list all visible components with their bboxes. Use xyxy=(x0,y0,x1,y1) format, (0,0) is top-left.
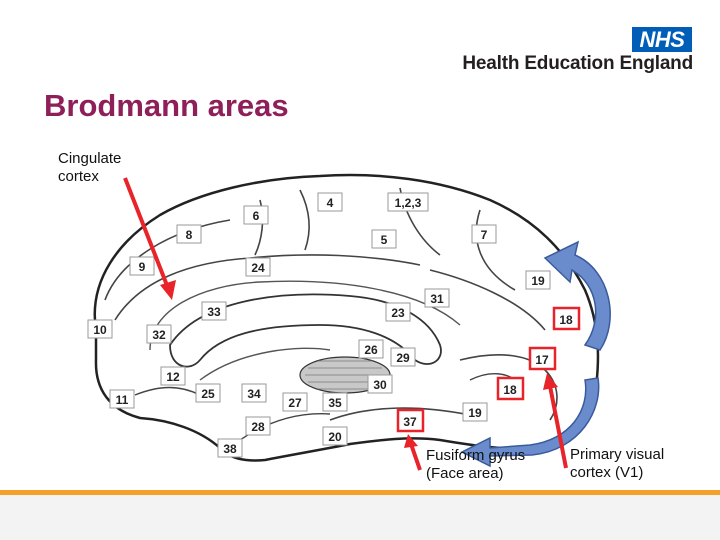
svg-text:9: 9 xyxy=(139,260,146,274)
footer-accent-bar xyxy=(0,490,720,495)
svg-text:23: 23 xyxy=(391,306,405,320)
fusiform-gyrus-label: Fusiform gyrus (Face area) xyxy=(426,447,525,483)
svg-text:5: 5 xyxy=(381,233,388,247)
area-label: 28 xyxy=(245,416,271,436)
svg-text:32: 32 xyxy=(152,328,166,342)
fusiform-arrow xyxy=(404,434,422,471)
svg-text:18: 18 xyxy=(559,313,573,327)
svg-text:31: 31 xyxy=(430,292,444,306)
area-label: 31 xyxy=(424,288,450,308)
svg-text:12: 12 xyxy=(166,370,180,384)
svg-text:27: 27 xyxy=(288,396,302,410)
svg-text:37: 37 xyxy=(403,415,417,429)
visual-label-line1: Primary visual xyxy=(570,446,665,463)
cingulate-label-line1: Cingulate xyxy=(58,150,122,167)
area-label: 10 xyxy=(87,319,113,339)
area-label: 38 xyxy=(217,438,243,458)
area-label: 5 xyxy=(371,229,397,249)
svg-text:19: 19 xyxy=(468,406,482,420)
svg-text:24: 24 xyxy=(251,261,265,275)
area-label: 27 xyxy=(282,392,308,412)
area-label-highlighted: 18 xyxy=(552,306,581,331)
nhs-logo: NHS xyxy=(632,27,692,52)
area-label: 9 xyxy=(129,256,155,276)
area-label: 6 xyxy=(243,205,269,225)
svg-text:19: 19 xyxy=(531,274,545,288)
area-label: 25 xyxy=(195,383,221,403)
svg-text:17: 17 xyxy=(535,353,549,367)
organisation-name: Health Education England xyxy=(462,53,693,74)
area-label: 1,2,3 xyxy=(387,192,429,212)
slide-title: Brodmann areas xyxy=(44,88,289,123)
area-label: 32 xyxy=(146,324,172,344)
blue-arrow-lower xyxy=(460,377,600,468)
fusiform-label-line1: Fusiform gyrus xyxy=(426,447,526,464)
area-label-highlighted: 17 xyxy=(528,346,557,371)
svg-text:10: 10 xyxy=(93,323,107,337)
svg-text:18: 18 xyxy=(503,383,517,397)
area-labels: 4 1,2,3 6 8 5 7 9 24 19 33 31 23 18 10 3… xyxy=(87,192,581,458)
area-label: 8 xyxy=(176,224,202,244)
svg-text:35: 35 xyxy=(328,396,342,410)
svg-text:8: 8 xyxy=(186,228,193,242)
svg-text:1,2,3: 1,2,3 xyxy=(395,196,422,210)
area-label: 33 xyxy=(201,301,227,321)
area-label: 20 xyxy=(322,426,348,446)
footer-panel xyxy=(0,495,720,540)
area-label: 4 xyxy=(317,192,343,212)
area-label: 19 xyxy=(462,402,488,422)
area-label: 7 xyxy=(471,224,497,244)
svg-text:25: 25 xyxy=(201,387,215,401)
corpus-callosum xyxy=(169,293,442,368)
svg-text:33: 33 xyxy=(207,305,221,319)
area-label: 12 xyxy=(160,366,186,386)
svg-text:28: 28 xyxy=(251,420,265,434)
svg-text:26: 26 xyxy=(364,343,378,357)
svg-text:4: 4 xyxy=(327,196,334,210)
area-label: 11 xyxy=(109,389,135,409)
fusiform-label-line2: (Face area) xyxy=(426,465,504,482)
area-label: 19 xyxy=(525,270,551,290)
svg-text:7: 7 xyxy=(481,228,488,242)
svg-text:11: 11 xyxy=(116,393,129,407)
primary-visual-cortex-label: Primary visual cortex (V1) xyxy=(570,446,664,482)
cingulate-cortex-label: Cingulate cortex xyxy=(58,150,121,186)
area-label: 26 xyxy=(358,339,384,359)
visual-cortex-arrow xyxy=(543,373,568,469)
svg-text:29: 29 xyxy=(396,351,410,365)
svg-text:30: 30 xyxy=(373,378,387,392)
visual-label-line2: cortex (V1) xyxy=(570,464,644,481)
cingulate-label-line2: cortex xyxy=(58,168,99,185)
area-label: 24 xyxy=(245,257,271,277)
svg-text:20: 20 xyxy=(328,430,342,444)
svg-text:38: 38 xyxy=(223,442,237,456)
area-label: 34 xyxy=(241,383,267,403)
svg-text:6: 6 xyxy=(253,209,260,223)
blue-arrow-upper xyxy=(543,240,611,351)
svg-text:34: 34 xyxy=(247,387,261,401)
cingulate-arrow xyxy=(123,177,176,300)
area-label: 35 xyxy=(322,392,348,412)
area-label: 30 xyxy=(367,374,393,394)
area-label-highlighted: 37 xyxy=(396,408,425,433)
area-label: 29 xyxy=(390,347,416,367)
area-label: 23 xyxy=(385,302,411,322)
area-label-highlighted: 18 xyxy=(496,376,525,401)
